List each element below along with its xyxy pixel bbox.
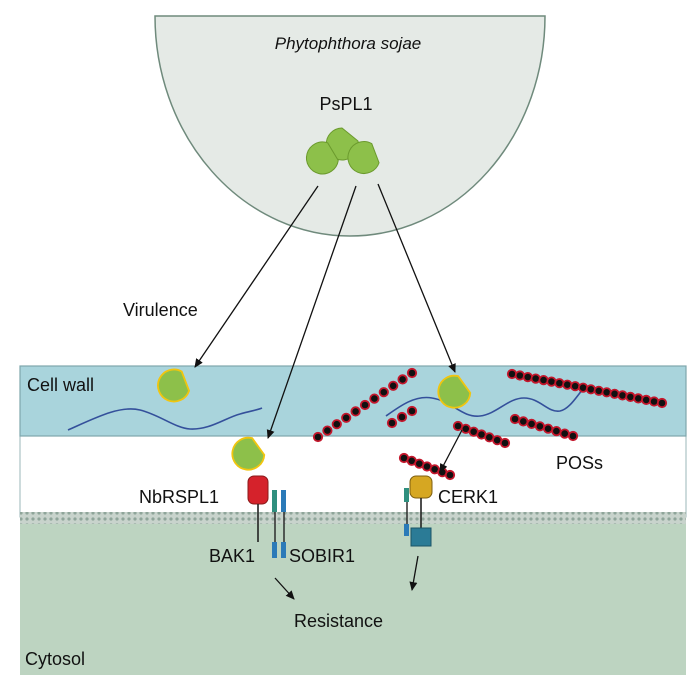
pos-bead — [350, 406, 361, 417]
pos-bead — [648, 396, 660, 407]
pos-bead — [406, 367, 418, 379]
pos-bead — [378, 387, 389, 398]
pos-bead — [625, 391, 636, 402]
arrow-to-receptor — [266, 185, 357, 439]
pos-bead — [601, 387, 612, 398]
pspl1-enzyme-icon — [231, 436, 266, 471]
nbrspl1-receptor-complex — [247, 475, 286, 558]
pos-bead — [542, 423, 554, 434]
resistance-label: Resistance — [294, 611, 383, 631]
pos-bead — [609, 388, 620, 399]
pectin-fiber — [67, 407, 263, 431]
pos-bead — [331, 419, 342, 430]
pos-bead — [386, 417, 398, 429]
arrow-to-resistance-left — [274, 577, 295, 600]
pos-bead — [499, 437, 511, 449]
pspl1-enzyme-icon — [347, 141, 380, 175]
pos-bead — [546, 376, 557, 387]
pspl1-enzyme-icon — [437, 374, 472, 409]
pathogen-name: Phytophthora sojae — [275, 34, 422, 53]
coreceptor-kinase — [404, 524, 409, 536]
pos-bead — [341, 412, 352, 423]
pos-bead — [593, 385, 604, 396]
pos-bead — [554, 378, 565, 389]
pos-bead — [369, 393, 380, 404]
pspl1-enzyme-icon — [306, 141, 339, 175]
pos-bead — [585, 384, 597, 395]
pos-bead — [559, 428, 570, 439]
pos-bead — [526, 418, 537, 429]
cell-wall-region — [19, 365, 687, 437]
pos-bead — [506, 368, 518, 380]
sobir1-kinase — [281, 542, 286, 558]
cerk1-kinase — [410, 527, 432, 547]
pos-bead — [359, 399, 371, 411]
apoplast-region — [19, 435, 687, 518]
pos-bead — [388, 380, 399, 391]
pos-bead — [551, 425, 562, 437]
arrow-to-pectin — [377, 183, 456, 373]
sobir1-label: SOBIR1 — [289, 546, 355, 566]
pos-bead — [406, 405, 418, 417]
cell-wall-label: Cell wall — [27, 375, 94, 395]
pos-bead — [534, 421, 546, 432]
poss-label: POSs — [556, 453, 603, 473]
pos-bead — [397, 374, 408, 385]
cerk1-label: CERK1 — [438, 487, 498, 507]
pos-bead — [322, 425, 333, 436]
arrow-pos-to-cerk1 — [439, 429, 463, 473]
pos-bead — [522, 371, 533, 383]
cerk1-receptor-complex — [404, 475, 433, 547]
pos-bead — [530, 373, 541, 384]
pspl1-cluster — [306, 127, 380, 175]
plasma-membrane — [20, 512, 686, 524]
bak1-label: BAK1 — [209, 546, 255, 566]
nbrspl1-receptor — [247, 475, 269, 505]
pos-bead — [641, 394, 652, 405]
pos-bead — [518, 416, 529, 427]
cytosol-label: Cytosol — [25, 649, 85, 669]
pos-bead — [444, 469, 456, 481]
pos-bead — [538, 374, 549, 386]
cerk1-receptor — [409, 475, 433, 499]
pos-bead — [514, 370, 526, 381]
nbrspl1-label: NbRSPL1 — [139, 487, 219, 507]
protein-label: PsPL1 — [319, 94, 372, 114]
virulence-label: Virulence — [123, 300, 198, 320]
pos-bead — [633, 393, 644, 404]
pos-bead — [396, 411, 408, 423]
pos-bead — [617, 390, 628, 401]
pos-bead — [567, 430, 579, 442]
pos-bead — [656, 397, 668, 409]
pos-bead — [562, 379, 573, 390]
pspl1-enzyme-icon — [157, 368, 191, 403]
pos-chains — [312, 367, 668, 481]
cytosol-region — [20, 517, 686, 675]
pectin-fiber — [385, 387, 585, 417]
pos-bead — [509, 413, 521, 425]
bak1-kinase — [272, 542, 277, 558]
pathogen-cell — [154, 15, 546, 237]
pos-bead — [312, 431, 324, 443]
sobir1-coreceptor — [281, 490, 286, 512]
pos-bead — [570, 381, 581, 392]
arrow-to-cell-wall — [194, 185, 319, 368]
bak1-coreceptor — [272, 490, 277, 512]
arrow-to-resistance-right — [409, 555, 419, 591]
